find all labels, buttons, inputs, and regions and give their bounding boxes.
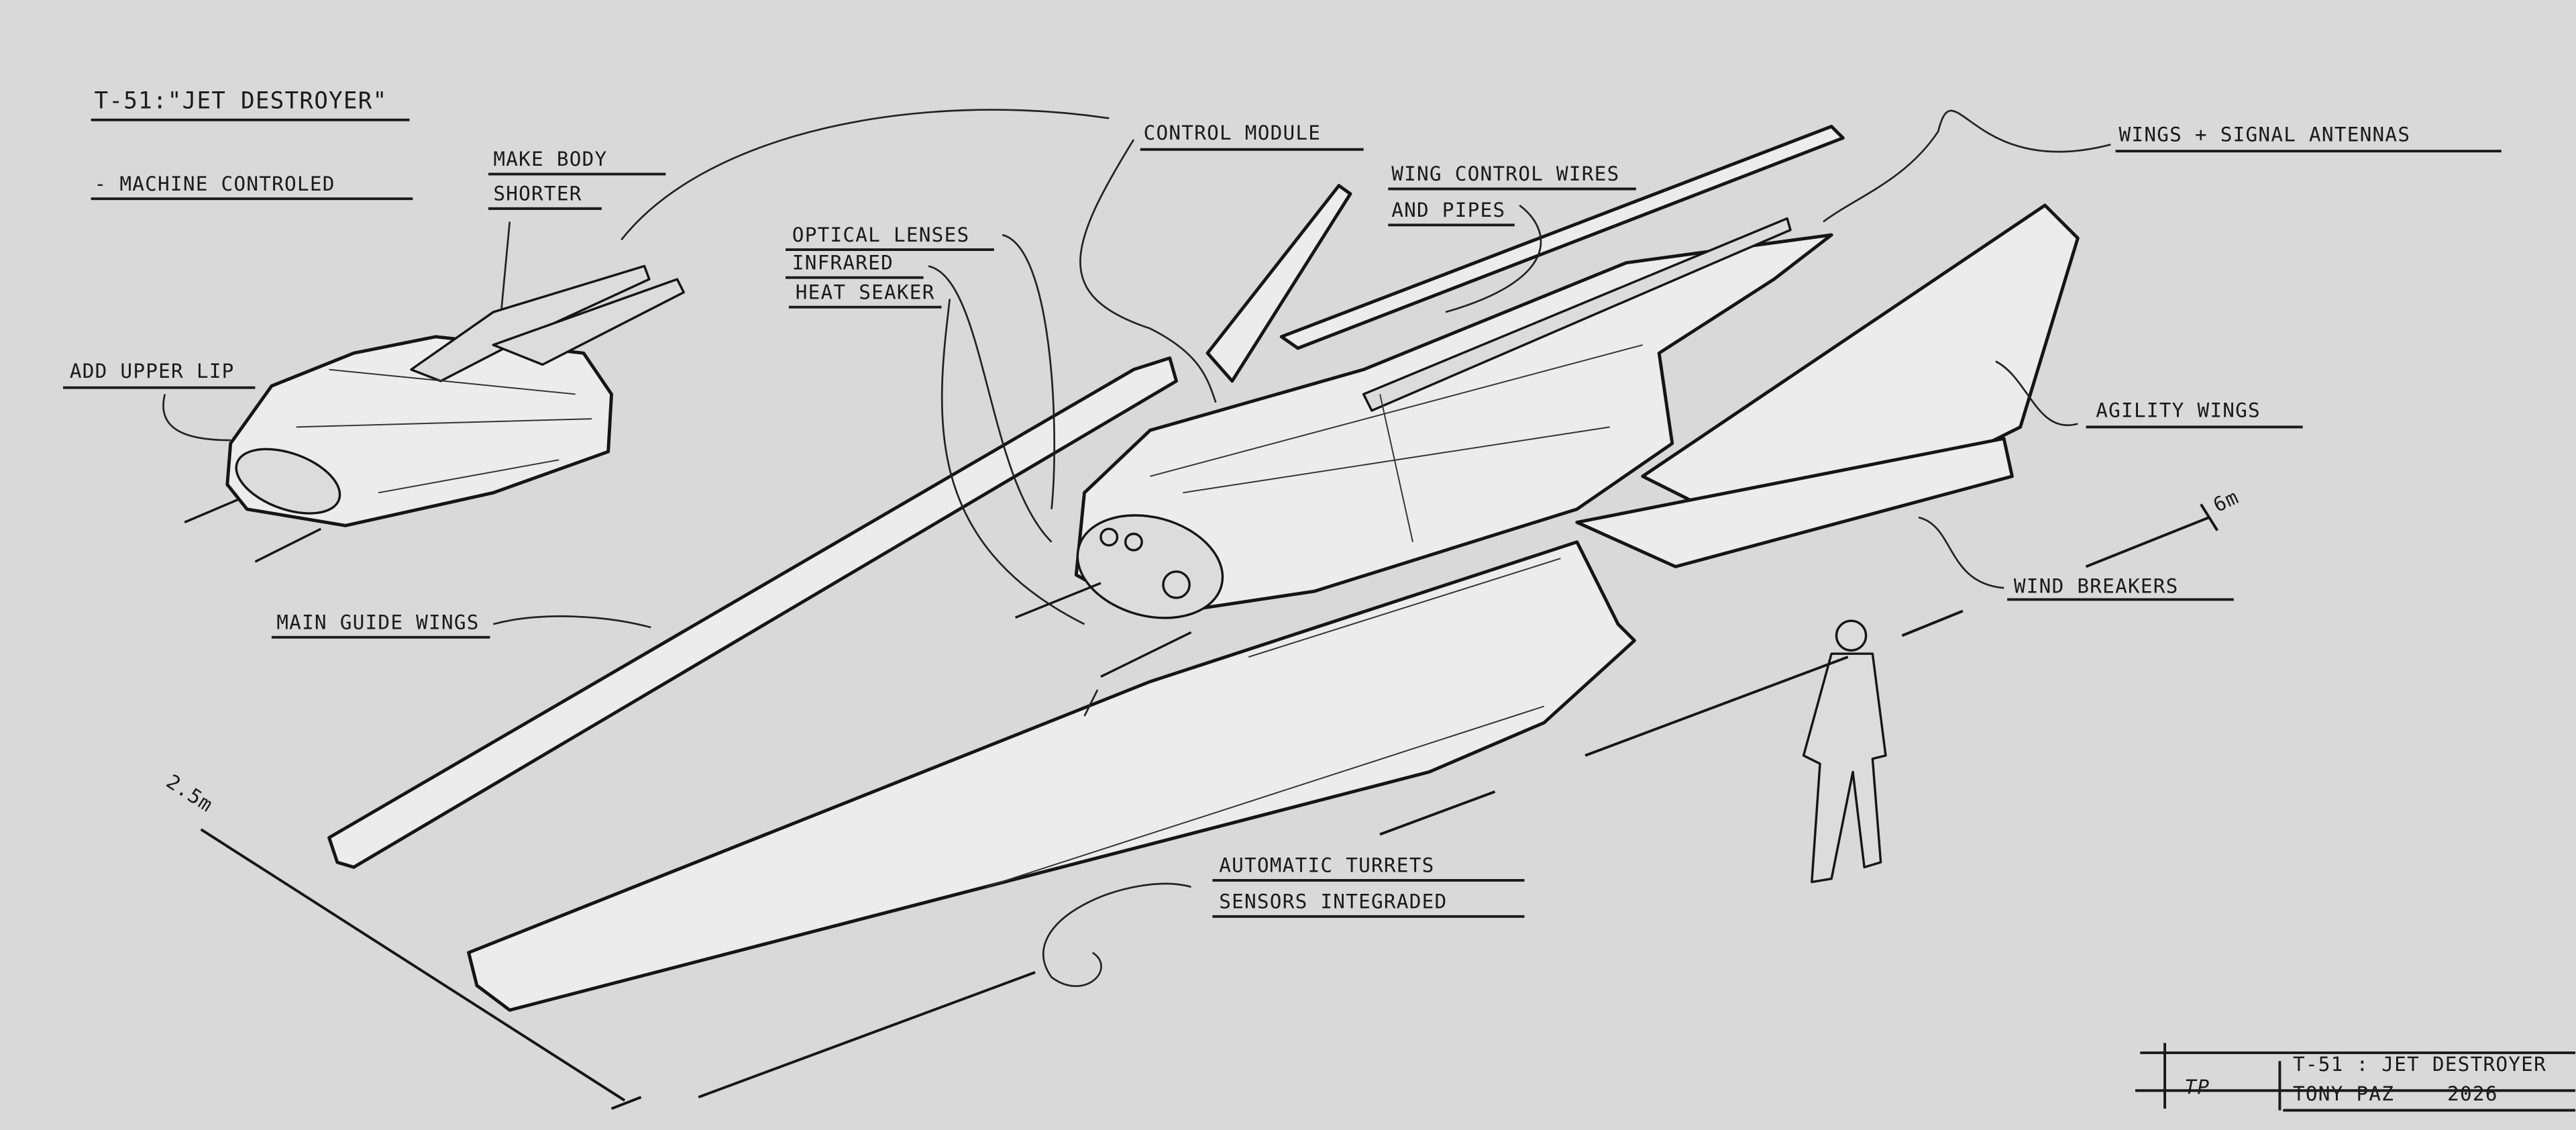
optical-lenses-label: OPTICAL LENSES xyxy=(792,223,970,246)
sheet-title: T-51:"JET DESTROYER" xyxy=(95,88,388,115)
wing-control-label-1: WING CONTROL WIRES xyxy=(1391,162,1619,185)
wings-antennas-label: WINGS + SIGNAL ANTENNAS xyxy=(2119,123,2411,146)
infrared-label: INFRARED xyxy=(792,251,894,274)
wind-breakers-label: WIND BREAKERS xyxy=(2014,575,2179,598)
width-dimension: 2.5m xyxy=(162,770,217,817)
signature: TP xyxy=(2184,1076,2210,1098)
title-block-name: T-51 : JET DESTROYER xyxy=(2293,1053,2546,1076)
make-body-label-1: MAKE BODY xyxy=(493,148,607,170)
human-scale-figure xyxy=(1802,619,1887,884)
control-module-label: CONTROL MODULE xyxy=(1144,121,1322,144)
wing-control-label-2: AND PIPES xyxy=(1391,199,1505,221)
make-body-label-2: SHORTER xyxy=(493,183,582,205)
early-sketch xyxy=(184,264,685,563)
length-dimension: 6m xyxy=(2210,485,2243,517)
turrets-label-2: SENSORS INTEGRADED xyxy=(1219,890,1447,913)
add-upper-lip-label: ADD UPPER LIP xyxy=(70,360,235,382)
agility-wings-label: AGILITY WINGS xyxy=(2096,399,2261,422)
heat-seaker-label: HEAT SEAKER xyxy=(796,280,935,303)
jet-destroyer-drawing xyxy=(327,125,2080,1012)
sheet-note: - MACHINE CONTROLED xyxy=(95,172,335,195)
main-guide-wings-label: MAIN GUIDE WINGS xyxy=(276,611,479,633)
title-block-year: 2026 xyxy=(2447,1082,2498,1105)
turrets-label-1: AUTOMATIC TURRETS xyxy=(1219,854,1434,877)
title-block: TP T-51 : JET DESTROYER TONY PAZ 2026 xyxy=(2135,1043,2575,1112)
title-block-author: TONY PAZ xyxy=(2293,1082,2394,1105)
